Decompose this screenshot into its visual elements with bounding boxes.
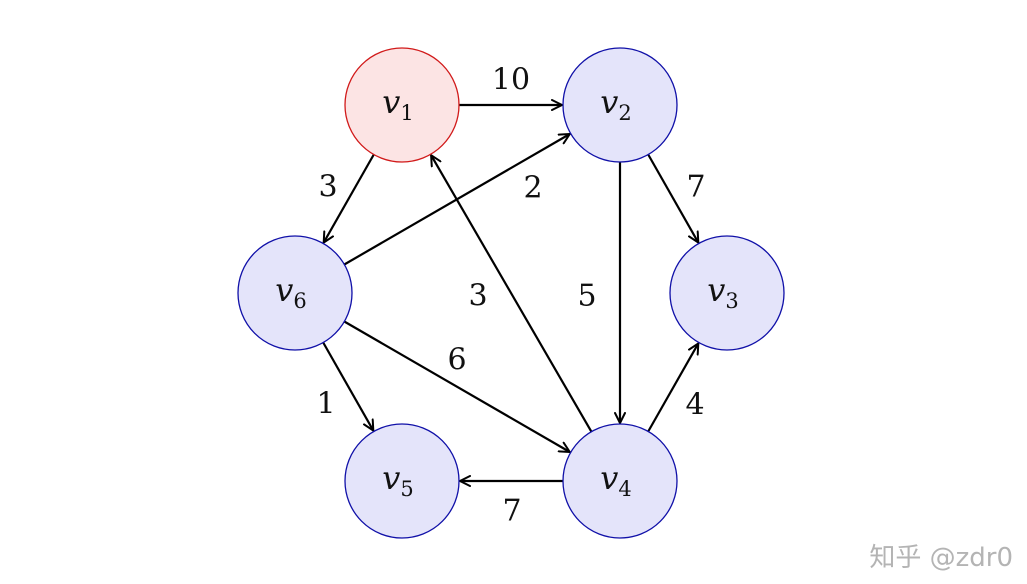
edge-v4-v3	[647, 342, 700, 433]
edge-weight-v2-v3: 7	[686, 170, 705, 205]
node-circle	[237, 235, 353, 351]
edge-v1-v6	[322, 153, 375, 244]
node-v1: v1	[344, 47, 460, 163]
edge-weight-v2-v4: 5	[577, 279, 596, 314]
node-circle	[562, 47, 678, 163]
edge-weight-v1-v6: 3	[318, 170, 337, 205]
node-label-v4: v4	[600, 459, 631, 501]
node-label-v2: v2	[600, 83, 631, 125]
edges	[322, 99, 700, 487]
edge-weight-v4-v5: 7	[502, 494, 521, 529]
nodes: v1 v2 v3 v4 v5 v6	[237, 47, 785, 539]
node-label-v1: v1	[382, 83, 413, 125]
edge-v2-v3	[647, 153, 700, 244]
edge-weight-v4-v3: 4	[685, 388, 704, 423]
edge-weight-v6-v2: 2	[523, 171, 542, 206]
edge-v6-v4	[343, 320, 571, 453]
node-circle	[669, 235, 785, 351]
edge-weight-v6-v4: 6	[447, 343, 466, 378]
node-v2: v2	[562, 47, 678, 163]
node-v4: v4	[562, 423, 678, 539]
node-circle	[344, 423, 460, 539]
node-v3: v3	[669, 235, 785, 351]
node-circle	[562, 423, 678, 539]
node-v5: v5	[344, 423, 460, 539]
edge-weight-v1-v2: 10	[492, 63, 530, 98]
start-node-circle	[344, 47, 460, 163]
node-label-v5: v5	[382, 459, 413, 501]
edge-v4-v1	[430, 154, 593, 433]
node-v6: v6	[237, 235, 353, 351]
node-label-v6: v6	[275, 271, 306, 313]
edge-weight-v6-v5: 1	[316, 387, 335, 422]
watermark-text: 知乎 @zdr0	[869, 543, 1013, 573]
node-label-v3: v3	[707, 271, 738, 313]
edge-v6-v5	[322, 341, 375, 432]
edge-weight-v4-v1: 3	[468, 279, 487, 314]
